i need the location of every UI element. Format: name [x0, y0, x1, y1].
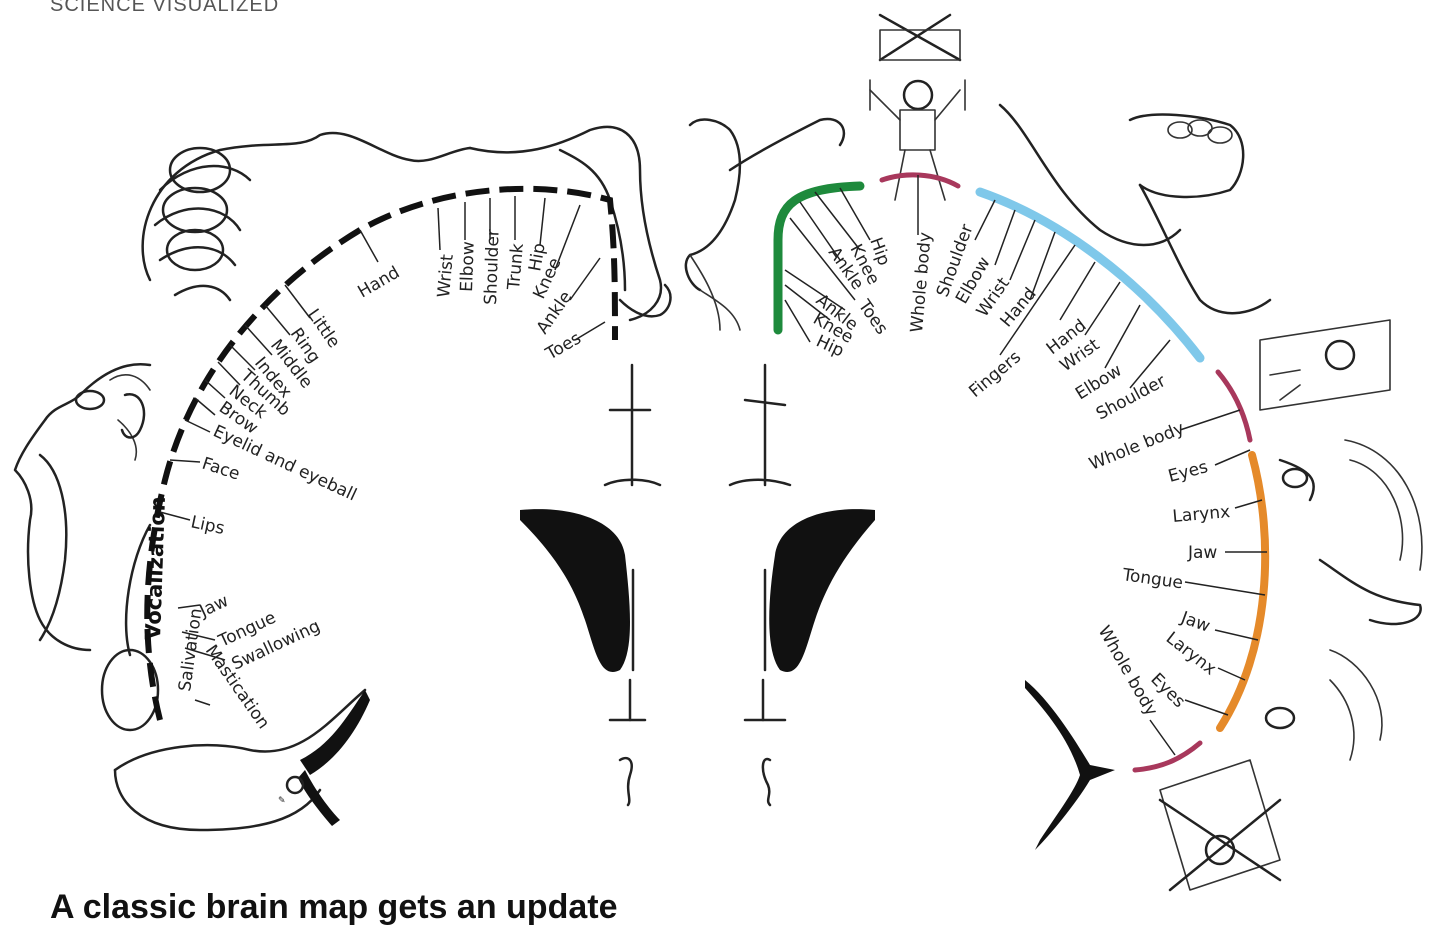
updated-illustrations: [686, 15, 1422, 890]
updated-label-whole-body-top: Whole body: [907, 231, 936, 333]
classic-label-vocalization: Vocalization: [141, 496, 170, 640]
whole-body-region-arc-mid: [1218, 372, 1250, 440]
whole-body-region-arc-bottom: [1135, 743, 1200, 770]
artist-signature: ✎: [278, 796, 286, 806]
classic-label-face: Face: [199, 454, 242, 485]
foot-labels: Hip Knee Ankle Toes Ankle Knee Hip: [810, 235, 894, 362]
upper-limb-labels: Shoulder Elbow Wrist Hand Fingers Hand W…: [933, 222, 1169, 425]
updated-label-tongue: Tongue: [1120, 565, 1184, 593]
whole-body-region-arc-top: [882, 175, 958, 186]
classic-label-lips: Lips: [189, 512, 226, 539]
classic-label-trunk: Trunk: [504, 242, 528, 291]
updated-label-jaw-1: Jaw: [1187, 543, 1217, 563]
classic-label-hand: Hand: [355, 263, 404, 303]
brain-cross-section: [520, 365, 875, 805]
updated-label-fingers: Fingers: [965, 347, 1025, 402]
updated-label-larynx-1: Larynx: [1172, 502, 1231, 527]
classic-label-shoulder: Shoulder: [481, 229, 504, 305]
updated-label-eyes-1: Eyes: [1166, 457, 1210, 487]
classic-label-elbow: Elbow: [457, 241, 479, 292]
classic-label-wrist: Wrist: [434, 253, 458, 298]
updated-label-jaw-2: Jaw: [1177, 608, 1212, 637]
classic-labels: Toes Ankle Knee Hip Trunk Shoulder Elbow…: [141, 229, 585, 733]
updated-label-whole-body-bottom: Whole body: [1094, 623, 1162, 720]
classic-label-salivation: Salivation: [175, 607, 206, 693]
headline: A classic brain map gets an update: [50, 888, 617, 927]
updated-label-larynx-2: Larynx: [1162, 628, 1220, 679]
